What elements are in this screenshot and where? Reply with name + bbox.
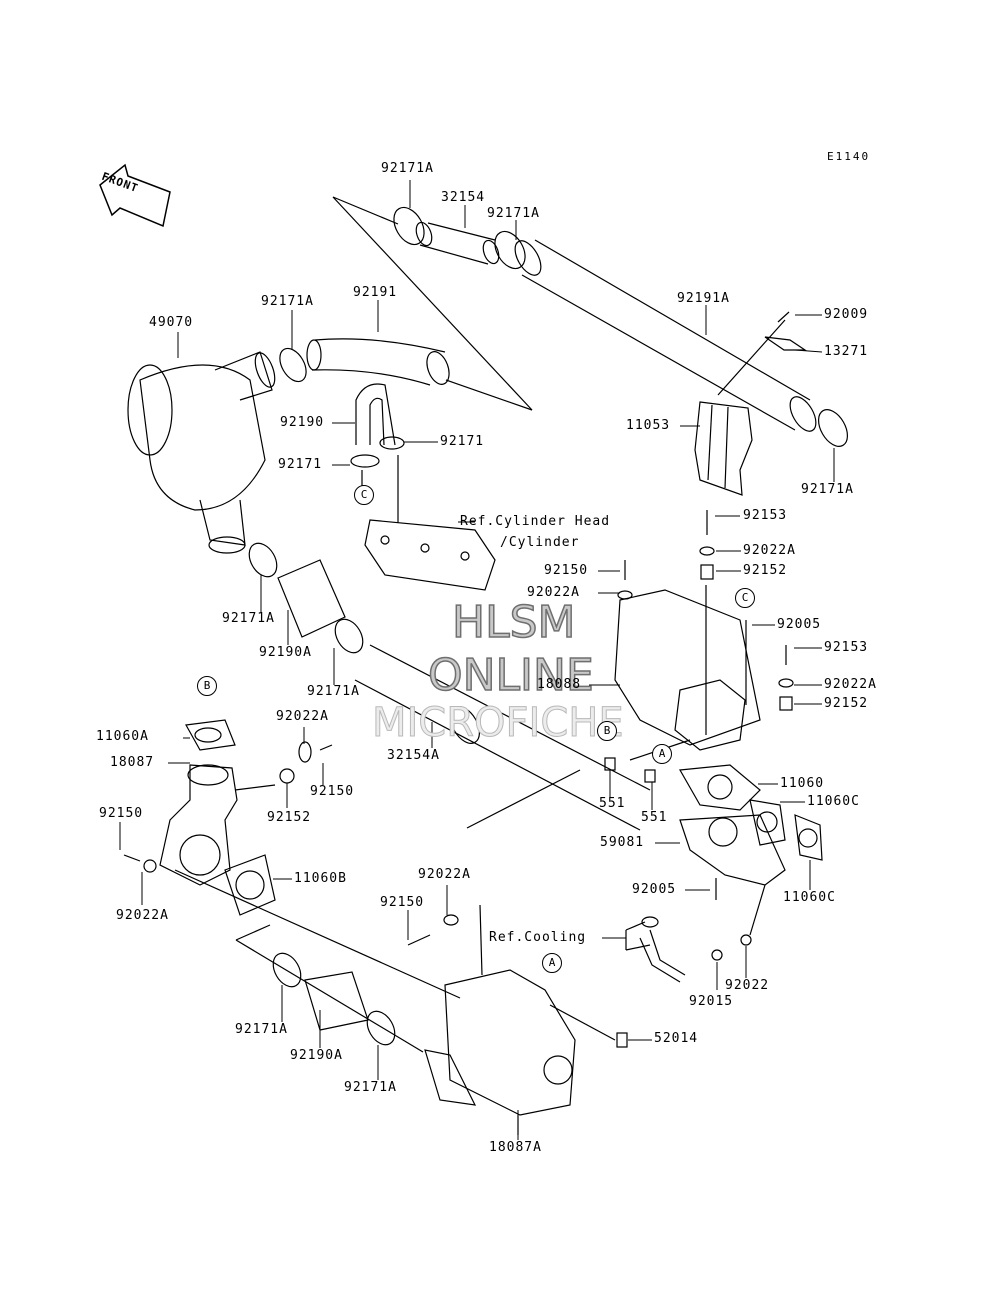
part-label: 92150 — [380, 895, 425, 910]
diagram-code: E1140 — [827, 150, 871, 163]
part-label: 92171A — [344, 1080, 397, 1095]
part-label: 92190A — [259, 645, 312, 660]
part-label: 92153 — [743, 508, 788, 523]
part-label: 13271 — [824, 344, 869, 359]
marker-b: B — [597, 721, 617, 741]
part-label: 32154 — [441, 190, 486, 205]
hose-clamp-icon — [393, 206, 425, 246]
marker-a: A — [542, 953, 562, 973]
ref-label: /Cylinder — [500, 535, 580, 550]
part-label: 92152 — [743, 563, 788, 578]
marker-a: A — [652, 744, 672, 764]
part-label: 92171A — [381, 161, 434, 176]
part-label: 92009 — [824, 307, 869, 322]
hose-lower-icon — [304, 971, 369, 1031]
manifold-18088-icon — [614, 589, 761, 746]
part-label: 92190 — [280, 415, 325, 430]
silencer-18087A-icon — [444, 969, 576, 1116]
part-label: 11053 — [626, 418, 671, 433]
part-label: 551 — [641, 810, 668, 825]
part-label: 11060A — [96, 729, 149, 744]
part-label: 92022A — [527, 585, 580, 600]
muffler-icon — [139, 364, 266, 511]
part-label: 92171 — [440, 434, 485, 449]
gasket-11060B-icon — [224, 854, 276, 916]
part-label: 551 — [599, 796, 626, 811]
part-label: 18088 — [537, 677, 582, 692]
elbow-18087-icon — [159, 764, 238, 886]
part-label: 11060C — [807, 794, 860, 809]
part-label: 92005 — [632, 882, 677, 897]
part-label: 92171A — [235, 1022, 288, 1037]
gasket-11060-icon — [679, 764, 761, 811]
part-label: 92171A — [307, 684, 360, 699]
part-label: 92152 — [824, 696, 869, 711]
part-label: 59081 — [600, 835, 645, 850]
part-label: 92171A — [222, 611, 275, 626]
part-label: 18087 — [110, 755, 155, 770]
front-arrow-icon — [99, 163, 171, 228]
part-label: 92022A — [276, 709, 329, 724]
part-label: 32154A — [387, 748, 440, 763]
part-label: 11060C — [783, 890, 836, 905]
part-label: 92171A — [801, 482, 854, 497]
part-label: 18087A — [489, 1140, 542, 1155]
pipe-59081-icon — [679, 814, 786, 886]
hose-92190A-icon — [277, 559, 346, 638]
part-label: 92190A — [290, 1048, 343, 1063]
watermark-line-3: MICROFICHE — [372, 700, 625, 747]
pipe-92191A-icon — [521, 239, 811, 431]
cooling-hose-icon — [639, 929, 686, 983]
part-label: 11060B — [294, 871, 347, 886]
part-label: 92171A — [487, 206, 540, 221]
marker-c: C — [735, 588, 755, 608]
part-label: 92150 — [310, 784, 355, 799]
part-label: 92150 — [544, 563, 589, 578]
part-label: 92022A — [418, 867, 471, 882]
ref-label: Ref.Cooling — [489, 930, 587, 945]
heat-shield-icon — [694, 401, 753, 496]
watermark-line-1: HLSM — [451, 596, 576, 649]
part-label: 92022A — [743, 543, 796, 558]
part-label: 92022A — [824, 677, 877, 692]
part-label: 92171 — [278, 457, 323, 472]
part-label: 92150 — [99, 806, 144, 821]
ref-label: Ref.Cylinder Head — [460, 514, 611, 529]
watermark-line-2: ONLINE — [427, 649, 594, 702]
part-label: 11060 — [780, 776, 825, 791]
part-label: 52014 — [654, 1031, 699, 1046]
part-label: 49070 — [149, 315, 194, 330]
part-label: 92191 — [353, 285, 398, 300]
marker-c: C — [354, 485, 374, 505]
marker-b: B — [197, 676, 217, 696]
part-label: 92015 — [689, 994, 734, 1009]
part-label: 92153 — [824, 640, 869, 655]
hose-32154-icon — [419, 222, 496, 265]
part-label: 92152 — [267, 810, 312, 825]
part-label: 92022 — [725, 978, 770, 993]
u-hose-icon — [355, 383, 396, 446]
hose-92191-icon — [311, 338, 446, 386]
pipe-32154A-icon — [354, 644, 651, 831]
part-label: 92171A — [261, 294, 314, 309]
part-label: 92005 — [777, 617, 822, 632]
part-label: 92022A — [116, 908, 169, 923]
part-label: 92191A — [677, 291, 730, 306]
cylinder-head-icon — [364, 519, 496, 591]
